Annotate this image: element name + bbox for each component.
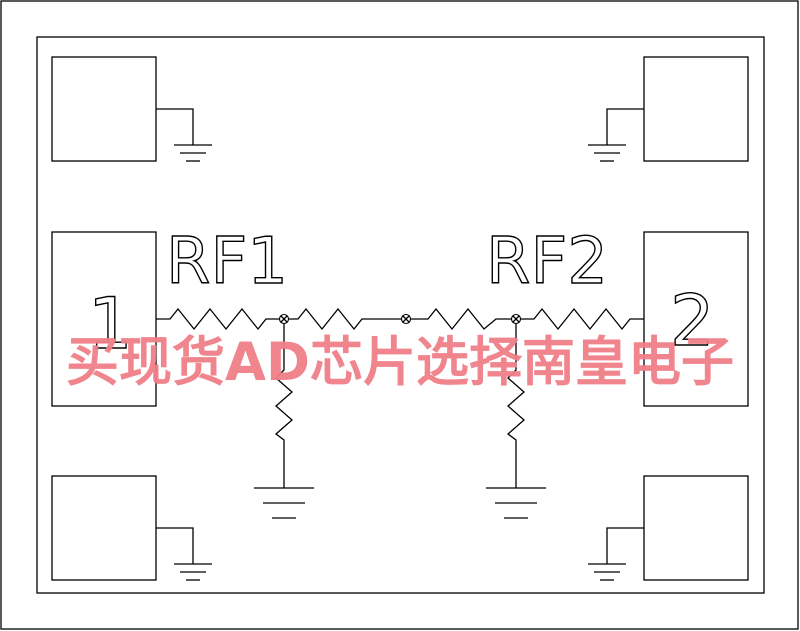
rf2-shunt-ground-icon: [486, 487, 546, 519]
rf1-label: RF1: [166, 225, 288, 299]
ground-bottom-right: [588, 527, 644, 581]
pad-port-1: [51, 231, 157, 407]
pad-bottom-left: [51, 475, 157, 581]
rf1-shunt-ground-icon: [254, 487, 314, 519]
junction-node-rf2: [510, 313, 522, 325]
rf1-series-resistor-b: [284, 307, 406, 331]
rf1-series-resistor-a: [156, 307, 284, 331]
rf2-label: RF2: [486, 225, 608, 299]
port-1-label: 1: [88, 283, 133, 365]
ground-top-left: [156, 108, 212, 162]
rf2-series-resistor-a: [406, 307, 516, 331]
watermark-text: 买现货AD芯片选择南皇电子: [66, 332, 734, 393]
package-outline: [36, 36, 765, 594]
ground-bottom-left: [156, 527, 212, 581]
rf1-shunt-resistor: [274, 319, 293, 488]
port-2-label: 2: [670, 280, 715, 362]
ground-top-right: [588, 108, 644, 162]
rf2-shunt-resistor: [506, 319, 525, 488]
pad-top-left: [51, 56, 157, 162]
pad-top-right: [643, 56, 749, 162]
rf2-series-resistor-b: [516, 307, 644, 331]
junction-node-center: [400, 313, 412, 325]
junction-node-rf1: [278, 313, 290, 325]
pad-bottom-right: [643, 475, 749, 581]
